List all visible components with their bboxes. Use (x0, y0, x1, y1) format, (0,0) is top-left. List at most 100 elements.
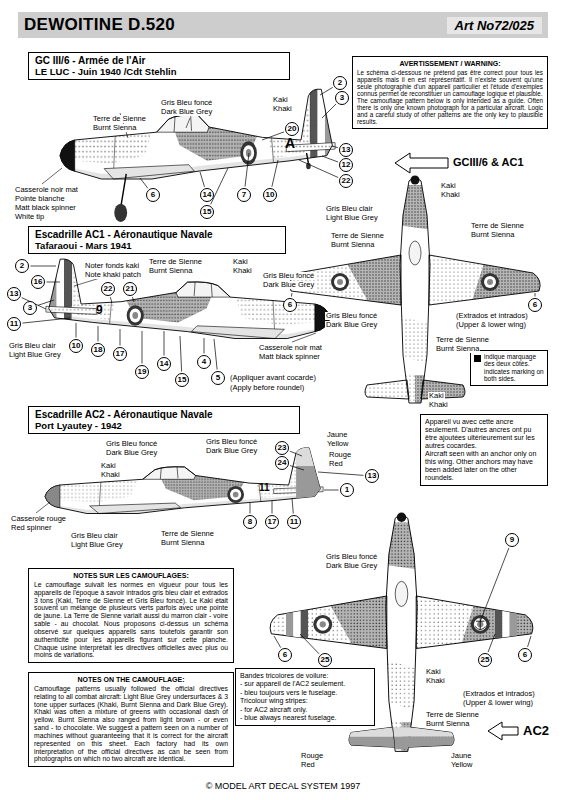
box-text: Port Lyautey - 1942 (35, 421, 293, 432)
title-band-shade (18, 12, 548, 38)
copyright-caption: © MODEL ART DECAL SYSTEM 1997 (0, 781, 566, 791)
color-label: Kaki (428, 392, 445, 400)
box-text: indique marquage des deux côtés. (484, 353, 544, 368)
box-text: GC III/6 - Armée de l'Air (35, 55, 283, 67)
callout-number: 11 (287, 515, 301, 529)
callout-text: 20 (288, 125, 297, 133)
pointer-arrow (395, 153, 448, 173)
callout-number: 21 (123, 282, 137, 296)
color-label: Gris Bleu clair (325, 205, 374, 213)
color-label: (Extrados et intrados) (462, 690, 536, 698)
callout-number: 12 (339, 158, 353, 172)
leader-line (31, 266, 57, 267)
color-label: Terre de Sienne (330, 232, 385, 240)
ac2-side-view (45, 447, 324, 523)
callout-number: 23 (275, 441, 289, 455)
box-text: Le camouflage suivait les normes en vigu… (34, 581, 228, 659)
leader-line (98, 326, 99, 342)
leader-line (300, 634, 319, 654)
stripe-note-box: Bandes tricolores de voilure:- sur appar… (235, 668, 375, 726)
callout-text: 6 (283, 651, 287, 659)
callout-text: 8 (248, 518, 252, 526)
section-header: Escadrille AC2 - Aéronautique NavalePort… (28, 406, 300, 434)
callout-text: 15 (203, 208, 212, 216)
callout-text: 17 (268, 518, 277, 526)
gc3-6-plan-view (285, 175, 545, 405)
box-text: NOTES SUR LES CAMOUFLAGES: (34, 572, 228, 580)
ac1-side-view (45, 258, 330, 350)
color-label: Yellow (450, 761, 473, 769)
color-label: Terre de Sienne (470, 222, 525, 230)
color-label: Gris Bleu foncé (325, 312, 378, 320)
callout-number: 2 (333, 76, 347, 90)
callout-text: 13 (10, 290, 19, 298)
box-text: LE LUC - Juin 1940 /Cdt Stehlin (35, 67, 283, 78)
callout-text: 3 (340, 94, 344, 102)
callout-number: 20 (285, 122, 299, 136)
callout-text: 14 (203, 191, 212, 199)
leader-line (164, 331, 165, 356)
color-label: Light Blue Grey (70, 541, 124, 549)
color-label: Gris Bleu clair (70, 532, 119, 540)
callout-text: 16 (34, 278, 43, 286)
aircraft-marking: A (284, 136, 296, 151)
color-label: Dark Blue Grey (105, 449, 158, 457)
leader-line (318, 472, 364, 475)
color-label: Terre de Sienne (92, 115, 147, 123)
callout-text: 10 (266, 191, 275, 199)
callout-text: 13 (342, 146, 351, 154)
callout-number: 22 (101, 282, 115, 296)
color-label: Gris Bleu foncé (205, 438, 258, 446)
wheel (114, 204, 127, 222)
leader-line (262, 132, 284, 140)
callout-number: 6 (528, 298, 542, 312)
callout-text: 3 (28, 304, 32, 312)
box-text: - bleu toujours vers le fuselage. (240, 689, 370, 697)
anchor-note-box: Appareil vu avec cette ancre seulement. … (420, 414, 548, 486)
callout-text: 19 (138, 368, 147, 376)
box-text: Art No72/025 (447, 17, 542, 34)
color-label: Khaki (100, 471, 121, 479)
anchor-symbol (475, 618, 486, 630)
color-label: Dark Blue Grey (205, 447, 258, 455)
callout-text: 14 (160, 360, 169, 368)
callout-number: 24 (275, 456, 289, 470)
box-text: - sur appareil de l'AC2 seulement. (240, 680, 370, 688)
callout-number: 15 (175, 373, 189, 387)
color-label: Terre de Sienne (425, 711, 480, 719)
callout-number: 5 (211, 371, 225, 385)
callout-text: 18 (94, 346, 103, 354)
leader-line (76, 323, 77, 338)
leader-line (324, 490, 339, 491)
color-label: Red (328, 460, 344, 468)
warning-box: AVERTISSEMENT / WARNING:Le schéma ci-des… (352, 56, 548, 129)
callout-text: 4 (202, 358, 206, 366)
callout-number: 25 (318, 653, 332, 667)
leader-line (140, 178, 148, 188)
color-label: Gris Bleu clair (8, 342, 57, 350)
callout-text: 21 (126, 285, 135, 293)
gc3-6-side-view (60, 88, 336, 222)
leader-line (120, 329, 121, 346)
color-label: (Appliquer avant cocarde) (229, 374, 317, 382)
leader-line (180, 336, 182, 372)
callout-text: 25 (321, 656, 330, 664)
color-label: Matt black spinner (258, 353, 321, 361)
callout-text: 24 (278, 459, 287, 467)
color-label: Khaki (272, 105, 293, 113)
box-text: Tricolour wing stripes: (240, 697, 370, 705)
leader-line (480, 548, 509, 622)
leader-line (320, 87, 333, 95)
color-label: Yellow (326, 440, 349, 448)
callout-number: 7 (237, 188, 251, 202)
color-label: Kaki (100, 462, 117, 470)
callout-number: 6 (518, 648, 532, 662)
leader-line (250, 503, 251, 514)
callout-text: 22 (342, 177, 351, 185)
callout-text: 12 (342, 161, 351, 169)
callout-number: 19 (135, 365, 149, 379)
callout-number: 9 (505, 533, 519, 547)
callout-number: 6 (283, 298, 297, 312)
color-label: Casserole rouge (10, 515, 67, 523)
